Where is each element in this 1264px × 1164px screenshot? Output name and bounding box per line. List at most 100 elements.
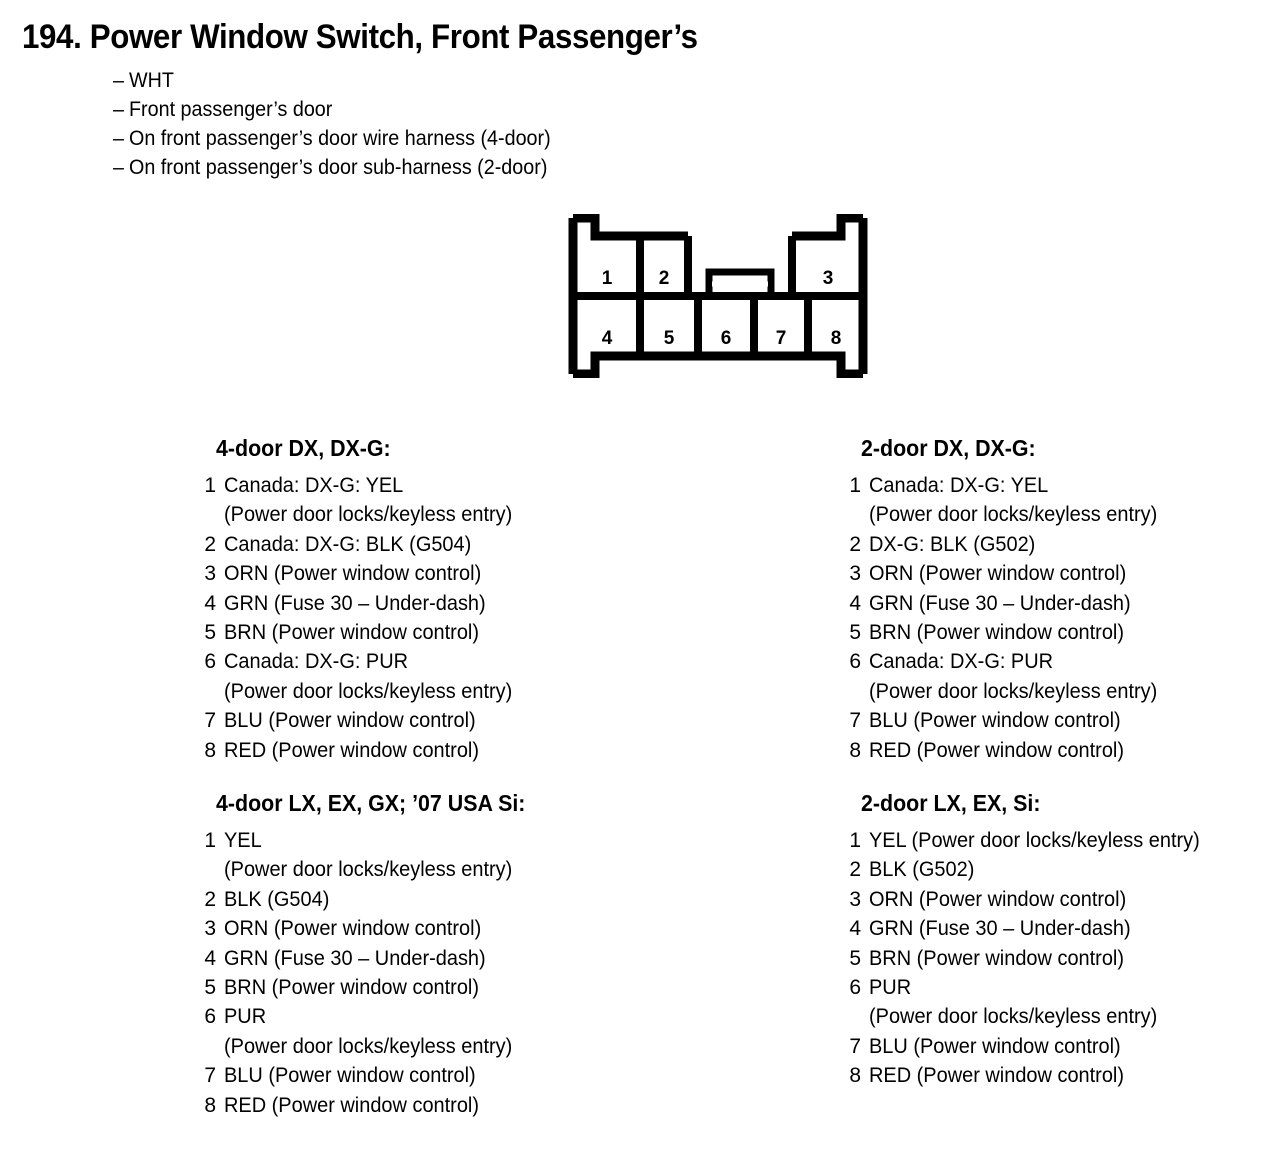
list-heading: 4-door LX, EX, GX; ’07 USA Si: [216,790,526,816]
connector-description-list: –WHT –Front passenger’s door –On front p… [113,66,551,182]
pin-number-6: 6 [721,328,732,349]
pin-index: 6 [204,1005,216,1029]
pin-index: 1 [204,474,216,497]
pin-number-2: 2 [659,268,670,289]
pin-description-continuation: (Power door locks/keyless entry) [224,858,513,882]
pin-index: 3 [204,917,216,941]
description-text: On front passenger’s door sub-harness (2… [128,156,548,179]
pin-row: 6 PUR(Power door locks/keyless entry) [841,973,1217,1032]
dash-marker: – [113,98,124,121]
pin-description-continuation: (Power door locks/keyless entry) [869,503,1158,527]
list-heading: 4-door DX, DX-G: [216,435,391,461]
pin-row: 7 BLU (Power window control) [196,1061,549,1090]
pin-description: YEL(Power door locks/keyless entry) [224,826,512,885]
pin-index: 5 [849,946,861,970]
pin-row: 1 Canada: DX-G: YEL(Power door locks/keyl… [196,471,527,530]
description-item: –On front passenger’s door wire harness … [113,124,551,153]
pin-index: 7 [849,1034,861,1058]
pin-index: 2 [849,858,861,882]
pin-description: BLU (Power window control) [224,1064,476,1088]
pin-row: 4 GRN (Fuse 30 – Under-dash) [841,589,1172,618]
pin-index: 5 [204,976,216,1000]
pin-index: 7 [849,709,861,733]
pin-number-4: 4 [602,328,613,349]
pin-index: 4 [204,946,216,970]
description-item: –Front passenger’s door [113,95,551,124]
description-text: WHT [128,69,174,92]
pin-description: Canada: DX-G: PUR(Power door locks/keyle… [224,647,512,706]
pin-row: 3 ORN (Power window control) [841,885,1217,914]
pin-index: 1 [849,829,861,852]
pin-index: 8 [204,738,216,762]
pin-index: 6 [849,976,861,1000]
pin-index: 4 [204,591,216,615]
pin-index: 2 [204,887,216,911]
pin-description: ORN (Power window control) [869,562,1127,586]
pin-number-5: 5 [664,328,675,349]
page-title: 194. Power Window Switch, Front Passenge… [22,18,698,56]
pin-row: 6 PUR(Power door locks/keyless entry) [196,1002,549,1061]
pin-index: 3 [204,562,216,586]
pin-description: ORN (Power window control) [869,887,1127,911]
connector-shell [568,214,868,378]
pin-description-continuation: (Power door locks/keyless entry) [869,1005,1158,1029]
pin-index: 5 [204,621,216,645]
pin-description: Canada: DX-G: PUR(Power door locks/keyle… [869,647,1157,706]
pin-description: BLU (Power window control) [224,709,476,733]
pin-index: 3 [849,562,861,586]
pin-description: PUR(Power door locks/keyless entry) [224,1002,512,1061]
pin-description: Canada: DX-G: BLK (G504) [224,532,472,556]
pin-description: Canada: DX-G: YEL(Power door locks/keyle… [869,471,1157,530]
pin-description-continuation: (Power door locks/keyless entry) [224,1034,513,1058]
pin-description: GRN (Fuse 30 – Under-dash) [224,946,486,970]
pin-description: Canada: DX-G: YEL(Power door locks/keyle… [224,471,512,530]
pin-row: 3 ORN (Power window control) [841,559,1172,588]
pin-description: PUR(Power door locks/keyless entry) [869,973,1157,1032]
list-heading: 2-door LX, EX, Si: [861,790,1041,816]
list-heading: 2-door DX, DX-G: [861,435,1036,461]
pin-description: BRN (Power window control) [224,621,480,645]
description-text: Front passenger’s door [128,98,333,121]
pin-index: 2 [204,532,216,556]
pin-row: 2 Canada: DX-G: BLK (G504) [196,530,527,559]
dash-marker: – [113,69,124,92]
pin-index: 4 [849,591,861,615]
pin-row: 4 GRN (Fuse 30 – Under-dash) [196,944,549,973]
pin-index: 2 [849,532,861,556]
connector-bottom-dividers [636,296,812,356]
pin-index: 6 [204,650,216,674]
connector-diagram: 1 2 3 4 5 6 7 8 [568,214,868,378]
description-item: –WHT [113,66,551,95]
pin-description: GRN (Fuse 30 – Under-dash) [869,917,1131,941]
dash-marker: – [113,156,124,179]
pin-index: 3 [849,887,861,911]
pin-list-4door-dx: 4-door DX, DX-G: 1 Canada: DX-G: YEL(Powe… [196,435,527,765]
description-item: –On front passenger’s door sub-harness (… [113,153,551,182]
pin-description-continuation: (Power door locks/keyless entry) [869,679,1158,703]
pin-index: 7 [204,709,216,733]
pin-description-continuation: (Power door locks/keyless entry) [224,503,513,527]
pin-description: GRN (Fuse 30 – Under-dash) [869,591,1131,615]
connector-top-dividers [636,236,796,296]
pin-description: RED (Power window control) [869,738,1125,762]
pin-index: 7 [204,1064,216,1088]
description-text: On front passenger’s door wire harness (… [128,127,551,150]
